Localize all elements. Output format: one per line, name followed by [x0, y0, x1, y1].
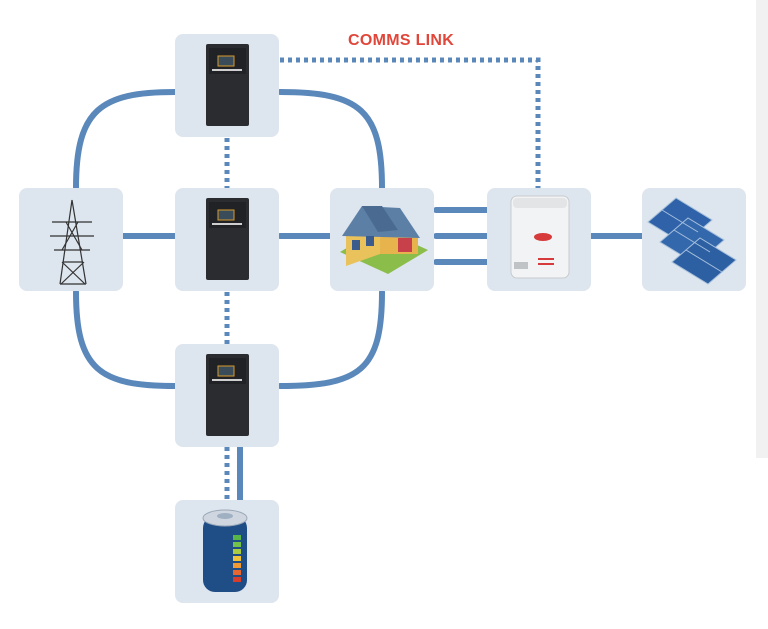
connection-lines [73, 89, 645, 503]
storage-inverter-icon [206, 354, 249, 436]
storage-inverter-icon [206, 44, 249, 126]
power-pylon-icon [50, 199, 94, 285]
comms-link-label: COMMS LINK [348, 32, 455, 49]
comms-link-to-solar-inverter [280, 57, 541, 188]
storage-inverter-icon [206, 198, 249, 280]
ring-line-top-left [73, 89, 178, 191]
solar-inverter-icon [510, 195, 570, 279]
page-edge [756, 0, 768, 458]
ring-line-bottom-right [277, 289, 385, 389]
solar-panel-icon [647, 197, 737, 285]
ring-line-bottom-left [73, 289, 178, 389]
tile-grid-pylon [19, 188, 123, 291]
comms-lines [224, 57, 541, 500]
house-icon [340, 206, 428, 274]
battery-icon [202, 509, 248, 592]
ring-line-top-right [277, 89, 385, 191]
